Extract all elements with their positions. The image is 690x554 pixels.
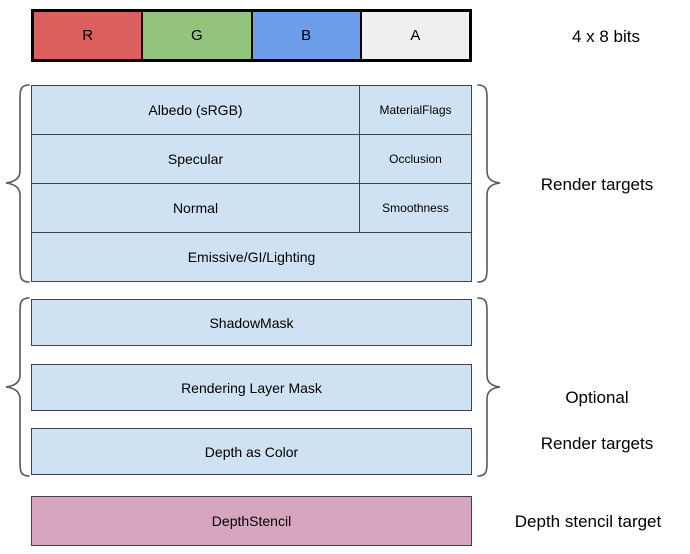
optional-side-label-line2: Render targets — [540, 433, 654, 453]
channel-label-a: A — [410, 27, 421, 44]
render-target-specular: Specular — [32, 135, 360, 183]
optional-box-shadowmask-label: ShadowMask — [209, 314, 294, 331]
channel-cell-a: A — [361, 12, 469, 59]
optional-box-rendering-layer-mask: Rendering Layer Mask — [31, 364, 472, 411]
channel-label-b: B — [301, 27, 312, 44]
render-target-specular-label: Specular — [167, 151, 224, 167]
render-target-materialflags-label: MaterialFlags — [379, 103, 452, 117]
channel-cell-b: B — [252, 12, 362, 59]
optional-box-rendering-layer-mask-label: Rendering Layer Mask — [181, 379, 322, 396]
left-brace-render-targets — [5, 84, 30, 283]
optional-box-depth-as-color: Depth as Color — [31, 428, 472, 475]
render-target-row: Emissive/GI/Lighting — [32, 233, 471, 281]
optional-box-depth-as-color-label: Depth as Color — [204, 443, 299, 460]
render-target-normal: Normal — [32, 184, 360, 232]
render-target-smoothness-label: Smoothness — [382, 201, 449, 215]
channel-bar-side-label: 4 x 8 bits — [571, 27, 641, 46]
right-brace-render-targets — [477, 84, 501, 283]
render-target-smoothness: Smoothness — [360, 184, 471, 232]
left-brace-optional-render-targets — [5, 297, 30, 477]
optional-side-label-line1: Optional — [565, 387, 629, 407]
render-target-materialflags: MaterialFlags — [360, 86, 471, 134]
depth-stencil-side-label: Depth stencil target — [514, 512, 662, 531]
render-targets-side-label: Render targets — [540, 175, 654, 194]
channel-bar: R G B A — [31, 9, 472, 62]
render-target-row: Specular Occlusion — [32, 135, 471, 184]
render-target-albedo: Albedo (sRGB) — [32, 86, 360, 134]
channel-label-g: G — [191, 27, 203, 44]
render-target-normal-label: Normal — [172, 200, 219, 216]
depth-stencil-box-label: DepthStencil — [211, 513, 292, 529]
render-target-occlusion-label: Occlusion — [389, 152, 442, 166]
channel-label-r: R — [82, 27, 94, 44]
render-targets-table: Albedo (sRGB) MaterialFlags Specular Occ… — [31, 85, 472, 282]
right-brace-optional-render-targets — [477, 297, 501, 477]
render-target-row: Normal Smoothness — [32, 184, 471, 233]
optional-render-targets-side-label: Optional Render targets — [512, 364, 682, 456]
render-target-emissive-label: Emissive/GI/Lighting — [187, 249, 316, 265]
channel-cell-r: R — [34, 12, 144, 59]
render-target-emissive: Emissive/GI/Lighting — [32, 233, 471, 281]
render-target-albedo-label: Albedo (sRGB) — [148, 102, 243, 118]
render-target-occlusion: Occlusion — [360, 135, 471, 183]
render-target-row: Albedo (sRGB) MaterialFlags — [32, 86, 471, 135]
depth-stencil-box: DepthStencil — [31, 496, 472, 546]
optional-box-shadowmask: ShadowMask — [31, 299, 472, 346]
channel-cell-g: G — [143, 12, 253, 59]
